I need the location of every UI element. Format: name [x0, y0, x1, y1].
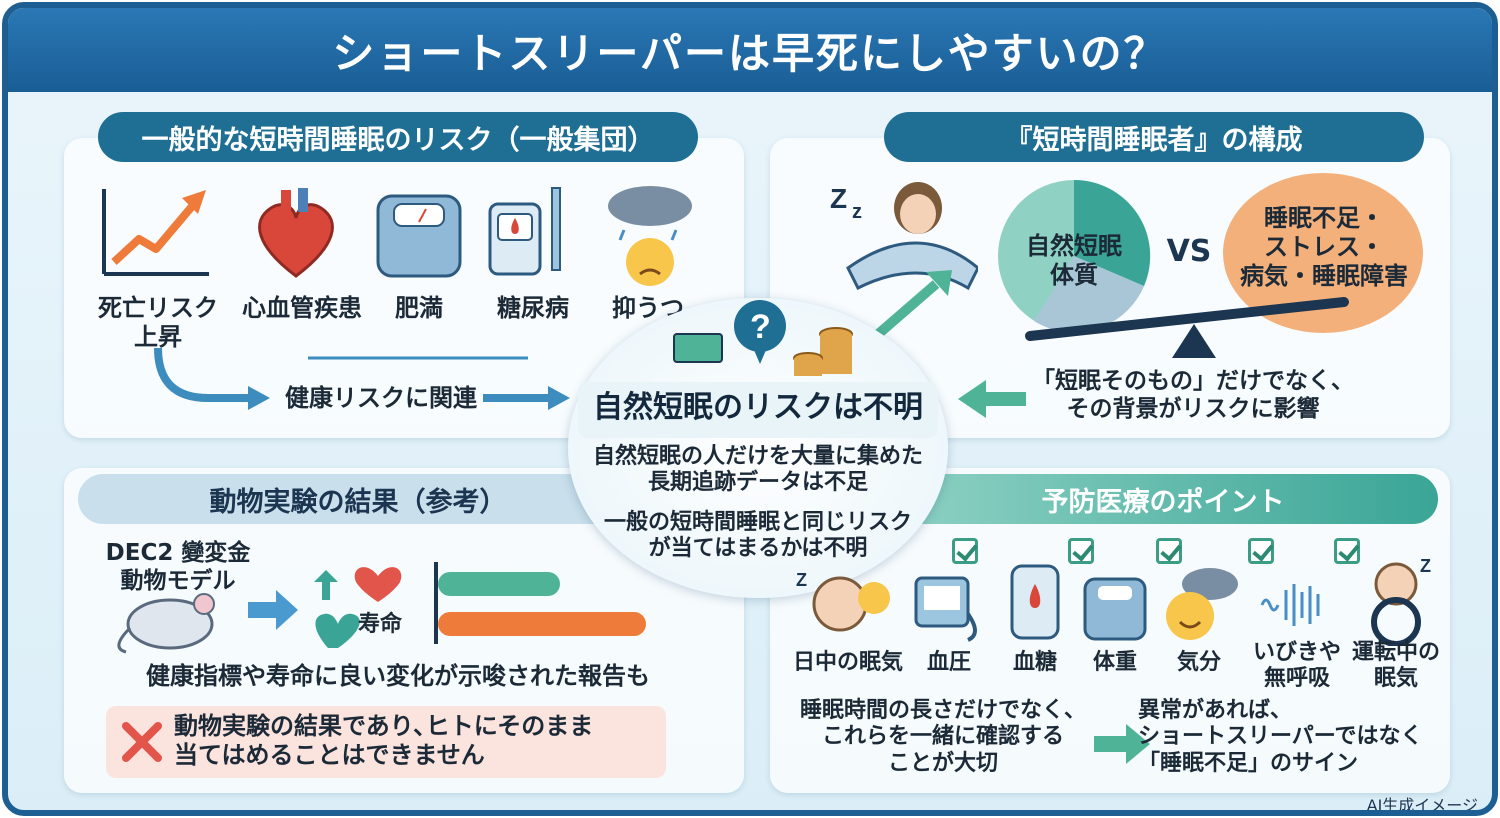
- center-heading: 自然短眠のリスクは不明: [593, 390, 923, 425]
- page-title: ショートスリーパーは早死にしやすいの？: [332, 28, 1168, 78]
- rain-cloud-sad-face-icon: [608, 186, 692, 286]
- composition-vs: VS: [1166, 234, 1212, 269]
- svg-text:z: z: [852, 201, 862, 223]
- natural-short-sleep-pie-icon: [998, 179, 1151, 333]
- check-icon: [1068, 538, 1094, 564]
- seesaw-icon: [1025, 297, 1349, 358]
- check-label-weight: 体重: [1092, 650, 1137, 675]
- risk-header: 一般的な短時間睡眠のリスク（一般集団）: [98, 112, 698, 162]
- scale-icon: [376, 194, 462, 278]
- center-line2: 一般の短時間睡眠と同じリスク が当てはまるかは不明: [603, 510, 912, 562]
- risk-label-obesity: 肥満: [395, 294, 443, 322]
- animal-finding: 健康指標や寿命に良い変化が示唆された報告も: [146, 662, 650, 690]
- mouse-icon: [117, 593, 215, 654]
- svg-text:Z: Z: [796, 570, 807, 590]
- risk-label-mortality: 死亡リスク 上昇: [98, 294, 218, 351]
- prevention-header: 予防医療のポイント: [888, 474, 1438, 524]
- check-label-blood-pressure: 血圧: [926, 650, 971, 675]
- composition-left-label: 自然短眠 体質: [1026, 232, 1122, 289]
- svg-text:Z: Z: [1420, 556, 1431, 576]
- check-icon: [1334, 538, 1360, 564]
- composition-header: 『短時間睡眠者』の構成: [884, 112, 1424, 162]
- svg-text:?: ?: [750, 308, 771, 346]
- lifespan-label: 寿命: [357, 612, 402, 637]
- risk-connector-arrows: [154, 347, 570, 410]
- center-line1: 自然短眠の人だけを大量に集めた 長期追跡データは不足: [592, 444, 923, 496]
- animal-header: 動物実験の結果（参考）: [78, 474, 638, 524]
- composition-up-arrow: [872, 270, 952, 340]
- rising-chart-icon: [102, 189, 209, 276]
- cross-icon: [122, 722, 162, 762]
- sound-wave-icon: [1260, 584, 1320, 626]
- sleepy-person-icon: Z: [796, 570, 890, 632]
- animal-model-label: DEC2 變変金 動物モデル: [105, 540, 251, 594]
- drowsy-driver-icon: Z: [1371, 556, 1431, 646]
- check-label-drowsy-driving: 運転中の 眠気: [1351, 640, 1440, 692]
- title-bar: ショートスリーパーは早死にしやすいの？: [8, 8, 1492, 92]
- heart-icon: [258, 188, 334, 278]
- prevention-right-note: 異常があれば、 ショートスリーパーではなく 「睡眠不足」のサイン: [1138, 698, 1423, 776]
- risk-label-cardiovascular: 心血管疾患: [242, 294, 362, 322]
- blood-pressure-monitor-icon: [914, 576, 977, 642]
- center-heading-band: [578, 382, 938, 438]
- svg-text:Z: Z: [830, 183, 847, 214]
- check-label-daytime-sleepiness: 日中の眠気: [792, 650, 903, 675]
- composition-left-arrow: [958, 380, 1026, 418]
- improvement-bars: [434, 562, 646, 644]
- check-label-snoring: いびきや 無呼吸: [1252, 640, 1341, 692]
- risk-label-diabetes: 糖尿病: [497, 294, 569, 322]
- money-question-icon: ?: [673, 300, 853, 376]
- animal-warning-box: [106, 706, 666, 778]
- composition-caption: 「短眠そのもの」だけでなく、 その背景がリスクに影響: [1032, 368, 1354, 422]
- check-icon: [1156, 538, 1182, 564]
- sleep-deprivation-circle-icon: [1223, 173, 1423, 333]
- animal-warning-text: 動物実験の結果であり､ヒトにそのまま 当てはめることはできません: [174, 712, 594, 769]
- check-icon: [1248, 538, 1274, 564]
- ai-generated-note: AI生成イメージ: [1366, 796, 1478, 815]
- glucose-meter-icon: [1010, 564, 1060, 640]
- check-label-blood-sugar: 血糖: [1012, 650, 1057, 675]
- check-icon: [952, 538, 978, 564]
- animal-right-arrow: [248, 590, 298, 630]
- risk-arrow-label: 健康リスクに関連: [285, 384, 477, 412]
- prevention-left-note: 睡眠時間の長さだけでなく、 これらを一緒に確認する ことが大切: [799, 698, 1086, 776]
- composition-right-label: 睡眠不足・ ストレス・ 病気・睡眠障害: [1240, 204, 1408, 290]
- check-label-mood: 気分: [1176, 650, 1221, 675]
- glucose-meter-icon: [488, 187, 561, 276]
- prevention-right-arrow: [1094, 724, 1150, 764]
- health-indicator-icons: [314, 567, 402, 648]
- scale-icon: [1083, 577, 1147, 641]
- mood-face-icon: [1166, 568, 1238, 640]
